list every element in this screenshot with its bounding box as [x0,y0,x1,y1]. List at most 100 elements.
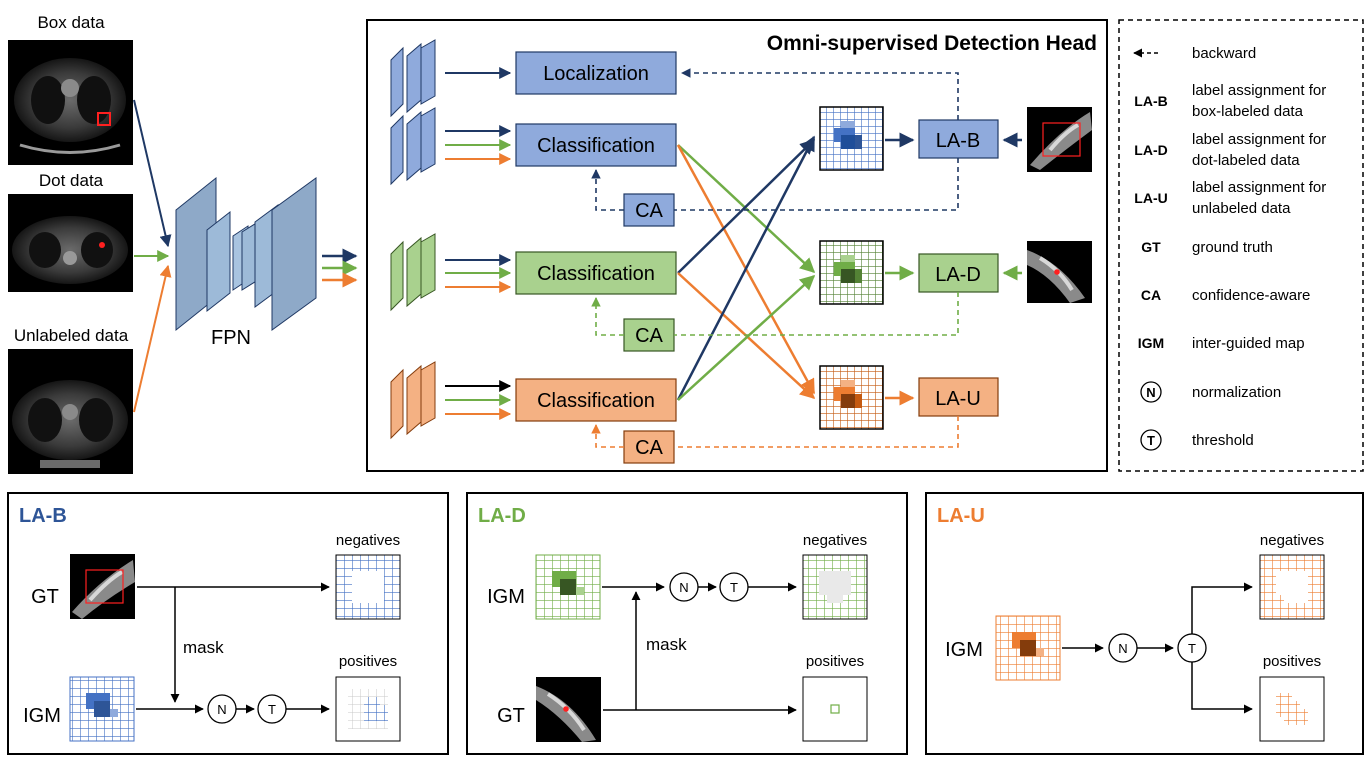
classification-label-green: Classification [537,263,655,285]
panel-la-d-positives-grid [802,676,868,742]
la-u-label: LA-U [935,388,981,410]
unlabeled-data-input: Unlabeled data [8,326,133,474]
gt-thumb-dot [1027,241,1092,303]
panel-la-b-negatives: negatives [336,532,400,549]
unlabeled-data-label: Unlabeled data [14,326,129,345]
la-b-label: LA-B [936,130,980,152]
box-data-label: Box data [37,13,105,32]
classification-box-green: Classification [515,251,677,295]
ca-box-green: CA [623,318,675,352]
legend-key-igm: IGM [1138,335,1164,351]
igm-grid-orange [819,365,884,430]
dot-data-label: Dot data [39,171,104,190]
legend-key-lau: LA-U [1134,190,1167,206]
panel-la-b-igm: IGM [23,705,61,727]
panel-la-u-negatives-grid [1259,554,1325,620]
ca-label-blue: CA [635,200,663,222]
classification-box-orange: Classification [515,378,677,422]
panel-la-u-igm: IGM [945,639,983,661]
panel-la-u-n: N [1118,641,1127,656]
panel-la-d-positives: positives [806,653,864,670]
panel-la-d [466,492,908,755]
la-d-label: LA-D [935,264,981,286]
fpn-block [175,176,317,332]
legend-key-lab: LA-B [1134,93,1167,109]
panel-la-b-gt: GT [31,586,59,608]
localization-label: Localization [543,63,649,85]
panel-la-d-gt: GT [497,705,525,727]
panel-la-u-negatives: negatives [1260,532,1324,549]
panel-la-u-pos-arrow [1191,662,1253,714]
panel-la-d-negatives-grid [802,554,868,620]
legend-desc-lad-1: label assignment for [1192,131,1326,148]
detection-head-title: Omni-supervised Detection Head [767,32,1097,55]
ca-box-blue: CA [623,193,675,227]
legend-desc-gt: ground truth [1192,239,1273,256]
panel-la-b-title: LA-B [19,505,67,527]
classification-box-blue: Classification [515,123,677,167]
legend-desc-n: normalization [1192,384,1281,401]
panel-la-d-mask: mask [646,635,687,654]
fpn-label: FPN [211,327,251,349]
ca-label-orange: CA [635,437,663,459]
panel-la-b-n: N [217,702,226,717]
legend-desc-lau-1: label assignment for [1192,179,1326,196]
legend-key-gt: GT [1141,239,1161,255]
legend-desc-ca: confidence-aware [1192,287,1310,304]
panel-la-u-neg-arrow [1191,582,1253,634]
legend-key-n: N [1146,385,1155,400]
detection-head-frame [366,19,1108,472]
igm-grid-green [819,240,884,305]
la-b-box: LA-B [918,119,999,159]
legend-desc-igm: inter-guided map [1192,335,1305,352]
threshold-legend-icon [1140,429,1162,451]
legend-desc-lab-2: box-labeled data [1192,103,1304,120]
ca-box-orange: CA [623,430,675,464]
panel-la-d-gt-image [536,677,601,742]
legend-key-t: T [1147,433,1155,448]
panel-la-d-title: LA-D [478,505,526,527]
gt-thumb-box [1027,107,1092,172]
classification-label-blue: Classification [537,135,655,157]
panel-la-b-gt-image [70,554,135,619]
box-annotation [97,112,111,126]
legend-backward: backward [1192,45,1256,62]
legend-desc-lad-2: dot-labeled data [1192,152,1300,169]
panel-la-b-t: T [268,702,276,717]
panel-la-d-n: N [679,580,688,595]
dot-data-input: Dot data [8,171,133,292]
panel-la-d-negatives: negatives [803,532,867,549]
la-d-box: LA-D [918,253,999,293]
panel-la-b-negatives-grid [335,554,401,620]
la-u-box: LA-U [918,377,999,417]
backward-paths [591,68,959,448]
panel-la-u-igm-grid [995,615,1061,681]
feature-stack-loc [390,39,436,118]
ca-label-green: CA [635,325,663,347]
classification-label-orange: Classification [537,390,655,412]
legend-desc-lau-2: unlabeled data [1192,200,1291,217]
panel-la-u-positives-grid [1259,676,1325,742]
panel-la-u-positives: positives [1263,653,1321,670]
legend-desc-lab-1: label assignment for [1192,82,1326,99]
panel-la-b-mask: mask [183,638,224,657]
panel-la-u [925,492,1364,755]
dot-annotation [99,242,105,248]
panel-la-d-igm-grid [535,554,601,620]
box-to-fpn-arrow [133,99,172,248]
feature-stack-cls-blue [390,107,436,186]
panel-la-u-t: T [1188,641,1196,656]
legend-frame [1118,19,1364,472]
unlabeled-to-fpn-arrow [133,264,172,413]
legend-desc-t: threshold [1192,432,1254,449]
panel-la-b [7,492,449,755]
box-data-input: Box data [8,13,133,165]
cross-connections [676,135,816,401]
panel-la-d-t: T [730,580,738,595]
localization-box: Localization [515,51,677,95]
panel-la-u-title: LA-U [937,505,985,527]
panel-la-b-igm-grid [69,676,135,742]
legend-key-lad: LA-D [1134,142,1167,158]
feature-stack-cls-orange [390,361,436,440]
